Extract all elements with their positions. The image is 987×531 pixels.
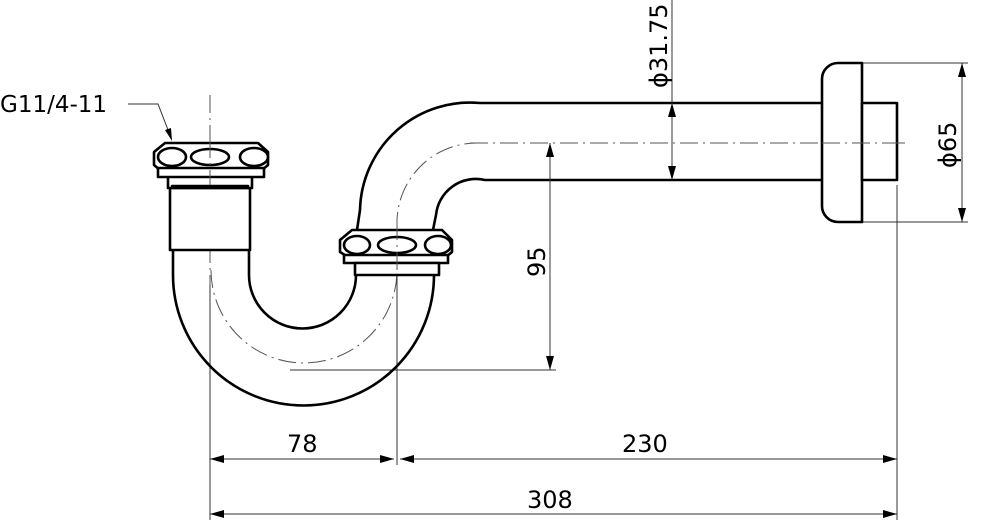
s-bend-centerline [396,142,478,230]
pipe-diameter-label: ϕ31.75 [645,3,673,88]
outlet-length-label: 230 [622,430,668,458]
u-bend [171,248,438,407]
centerlines [209,95,905,364]
trap-height-label: 95 [523,246,551,277]
horizontal-dims-row1: 78 230 [210,430,897,463]
inlet-collar [166,174,254,252]
overall-length-dim: 308 [210,486,897,518]
wall-flange [820,61,905,224]
left-slip-nut [152,140,270,185]
flange-diameter-label: ϕ65 [934,122,962,168]
trap-height-dim: 95 [523,143,554,370]
trap-width-label: 78 [287,430,318,458]
u-bend-centerline [210,269,398,364]
pipe-diameter-dim: ϕ31.75 [645,0,676,180]
overall-length-label: 308 [527,486,573,514]
thread-spec-label: G11/4-11 [0,92,107,118]
s-bend-outlet [355,101,824,232]
flange-diameter-dim: ϕ65 [934,63,966,222]
right-slip-nut [338,222,454,277]
thread-leader: G11/4-11 [0,92,172,141]
